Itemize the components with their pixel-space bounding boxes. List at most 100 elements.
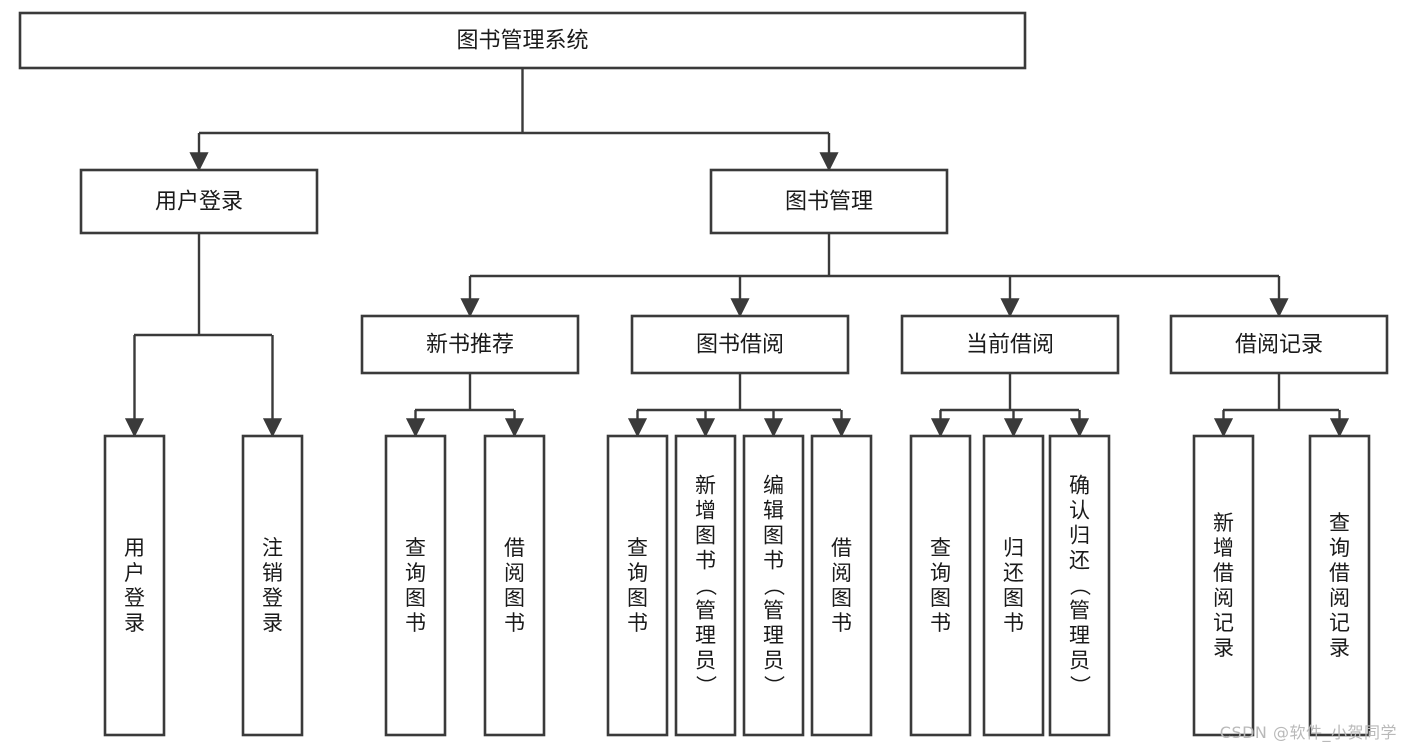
node-current-borrow[interactable]: 当前借阅 <box>900 314 1120 375</box>
node-label-char: 书 <box>695 549 716 573</box>
node-label-char: 询 <box>405 561 426 585</box>
node-label-char: 用 <box>124 536 145 560</box>
node-label-char: 注 <box>262 536 283 560</box>
node-box-leaf-add-book-admin <box>674 434 737 737</box>
node-label-char: 借 <box>1329 561 1350 585</box>
node-label-char: 还 <box>1003 561 1024 585</box>
node-label-char: 管 <box>1069 599 1090 623</box>
node-user-login[interactable]: 用户登录 <box>79 168 319 235</box>
node-label-char: 阅 <box>831 561 852 585</box>
node-label-char: 查 <box>405 536 426 560</box>
node-box-leaf-query-book-3 <box>909 434 972 737</box>
node-box-leaf-logout-login <box>241 434 304 737</box>
node-label-char: 图 <box>763 524 784 548</box>
node-label-char: 图 <box>930 586 951 610</box>
node-label-char: 借 <box>831 536 852 560</box>
node-label-char: 图 <box>831 586 852 610</box>
node-label-char: 登 <box>262 586 283 610</box>
csdn-watermark: CSDN @软件_小贺同学 <box>1219 723 1397 742</box>
node-book-borrow[interactable]: 图书借阅 <box>630 314 850 375</box>
node-label-char: 阅 <box>1213 586 1234 610</box>
node-label-user-login: 用户登录 <box>155 190 243 215</box>
node-label-char: 书 <box>627 611 648 635</box>
node-label-char: 书 <box>831 611 852 635</box>
node-label-char: 询 <box>1329 536 1350 560</box>
node-label-char: 理 <box>1069 624 1090 648</box>
node-box-leaf-borrow-book-2 <box>810 434 873 737</box>
node-label-char: 编 <box>763 474 784 498</box>
node-label-char: 记 <box>1329 611 1350 635</box>
node-box-leaf-return-book <box>982 434 1045 737</box>
node-label-char: 管 <box>763 599 784 623</box>
node-label-char: 确 <box>1069 474 1090 498</box>
node-label-char: 书 <box>763 549 784 573</box>
node-root[interactable]: 图书管理系统 <box>18 11 1027 70</box>
node-label-char: 归 <box>1003 536 1024 560</box>
node-label-char: 查 <box>627 536 648 560</box>
node-label-char: 录 <box>1213 636 1234 660</box>
node-label-char: 图 <box>504 586 525 610</box>
node-label-char: 新 <box>695 474 716 498</box>
node-label-char: 户 <box>124 561 145 585</box>
node-label-char: 记 <box>1213 611 1234 635</box>
node-layer: 图书管理系统用户登录图书管理新书推荐图书借阅当前借阅借阅记录用户登录注销登录查询… <box>18 11 1389 737</box>
node-box-borrow-record <box>1169 314 1389 375</box>
node-new-book-recommend[interactable]: 新书推荐 <box>360 314 580 375</box>
node-borrow-record[interactable]: 借阅记录 <box>1169 314 1389 375</box>
node-box-leaf-add-borrow-record <box>1192 434 1255 737</box>
node-label-char: （ <box>1068 575 1092 596</box>
node-box-leaf-query-book-2 <box>606 434 669 737</box>
node-label-current-borrow: 当前借阅 <box>966 333 1054 358</box>
node-box-leaf-borrow-book-1 <box>483 434 546 737</box>
node-label-book-manage: 图书管理 <box>785 190 873 215</box>
node-label-char: 员 <box>695 649 716 673</box>
node-label-char: 辑 <box>763 499 784 523</box>
node-label-char: 书 <box>1003 611 1024 635</box>
node-label-book-borrow: 图书借阅 <box>696 333 784 358</box>
node-label-char: 书 <box>405 611 426 635</box>
node-box-user-login <box>79 168 319 235</box>
node-label-char: 查 <box>1329 511 1350 535</box>
node-label-char: 销 <box>262 561 283 585</box>
node-label-char: 录 <box>262 611 283 635</box>
node-box-leaf-user-login <box>103 434 166 737</box>
node-label-char: 理 <box>695 624 716 648</box>
node-label-char: 阅 <box>1329 586 1350 610</box>
node-label-char: ） <box>694 675 718 696</box>
node-label-char: 增 <box>1213 536 1234 560</box>
node-box-leaf-confirm-return-admin <box>1048 434 1111 737</box>
node-label-char: ） <box>762 675 786 696</box>
node-label-char: 阅 <box>504 561 525 585</box>
node-label-char: 新 <box>1213 511 1234 535</box>
node-label-char: 员 <box>1069 649 1090 673</box>
node-label-char: 借 <box>1213 561 1234 585</box>
node-label-char: （ <box>694 575 718 596</box>
node-label-root: 图书管理系统 <box>456 29 588 54</box>
node-box-root <box>18 11 1027 70</box>
node-leaf-user-login[interactable]: 用户登录 <box>103 434 166 737</box>
node-label-char: 图 <box>695 524 716 548</box>
node-book-manage[interactable]: 图书管理 <box>709 168 949 235</box>
node-label-char: 增 <box>695 499 716 523</box>
node-label-char: 登 <box>124 586 145 610</box>
node-box-book-borrow <box>630 314 850 375</box>
node-box-current-borrow <box>900 314 1120 375</box>
node-box-leaf-query-book-1 <box>384 434 447 737</box>
node-box-book-manage <box>709 168 949 235</box>
node-label-char: 还 <box>1069 549 1090 573</box>
node-label-char: 归 <box>1069 524 1090 548</box>
node-label-char: 管 <box>695 599 716 623</box>
